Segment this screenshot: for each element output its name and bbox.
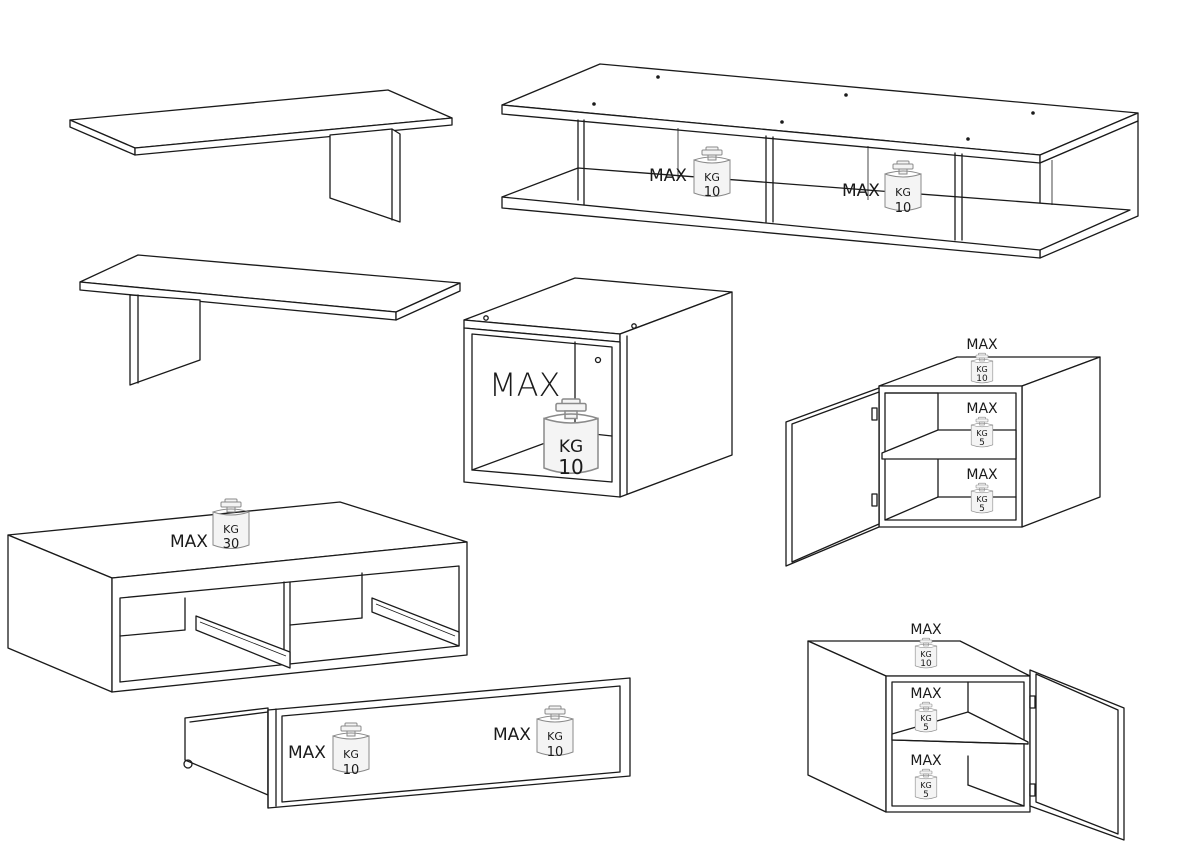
max-label: MAX xyxy=(842,181,880,201)
kg-label: KG xyxy=(920,650,931,659)
load-label-cabinet-b-bottom: MAX KG 5 xyxy=(910,753,942,800)
max-label: MAX xyxy=(170,532,208,552)
load-label-tv-left: MAX KG 10 xyxy=(649,146,731,200)
cube-shelf xyxy=(463,277,733,498)
max-label: MAX xyxy=(493,725,531,745)
load-value: 10 xyxy=(920,659,932,669)
load-value: 5 xyxy=(923,723,929,733)
kg-label: KG xyxy=(920,714,931,723)
kg-label: KG xyxy=(343,748,359,761)
kg-label: KG xyxy=(976,495,987,504)
load-value: 10 xyxy=(547,745,564,760)
load-value: 10 xyxy=(558,455,583,479)
max-label: MAX xyxy=(966,337,998,353)
coffee-table xyxy=(7,501,468,693)
wall-shelf-2 xyxy=(79,254,461,386)
load-label-tv-right: MAX KG 10 xyxy=(842,160,922,216)
max-label: MAX xyxy=(288,743,326,763)
max-label: MAX xyxy=(910,753,942,769)
max-label: MAX xyxy=(910,686,942,702)
load-label-cabinet-b-top: MAX KG 10 xyxy=(910,622,942,669)
kg-label: KG xyxy=(920,781,931,790)
load-value: 10 xyxy=(343,763,360,778)
max-label: MAX xyxy=(966,401,998,417)
wall-cabinet-b xyxy=(807,640,1125,841)
wall-cabinet-a xyxy=(785,356,1101,567)
load-label-cabinet-b-middle: MAX KG 5 xyxy=(910,686,942,733)
kg-label: KG xyxy=(976,365,987,374)
wall-shelf-1 xyxy=(69,89,453,223)
max-label: MAX xyxy=(649,166,687,186)
kg-label: KG xyxy=(223,523,239,536)
max-label: MAX xyxy=(489,366,560,404)
load-value: 10 xyxy=(895,201,912,216)
max-label: MAX xyxy=(910,622,942,638)
kg-label: KG xyxy=(547,730,563,743)
load-label-cabinet-a-bottom: MAX KG 5 xyxy=(966,467,998,514)
load-value: 5 xyxy=(979,504,985,514)
load-label-cabinet-a-middle: MAX KG 5 xyxy=(966,401,998,448)
kg-label: KG xyxy=(704,171,720,184)
kg-label: KG xyxy=(976,429,987,438)
load-label-drawer-right: MAX KG 10 xyxy=(493,705,574,760)
max-label: MAX xyxy=(966,467,998,483)
kg-label: KG xyxy=(559,437,583,457)
kg-label: KG xyxy=(895,186,911,199)
open-tv-unit xyxy=(501,63,1139,259)
load-label-drawer-left: MAX KG 10 xyxy=(288,722,370,778)
load-label-cube: MAX KG 10 xyxy=(489,366,599,479)
load-value: 5 xyxy=(979,438,985,448)
load-value: 30 xyxy=(223,537,240,552)
drawer-box xyxy=(183,677,631,809)
load-value: 10 xyxy=(976,374,988,384)
load-label-coffee-table: MAX KG 30 xyxy=(170,498,250,552)
load-value: 5 xyxy=(923,790,929,800)
load-value: 10 xyxy=(704,185,721,200)
load-label-cabinet-a-top: MAX KG 10 xyxy=(966,337,998,384)
